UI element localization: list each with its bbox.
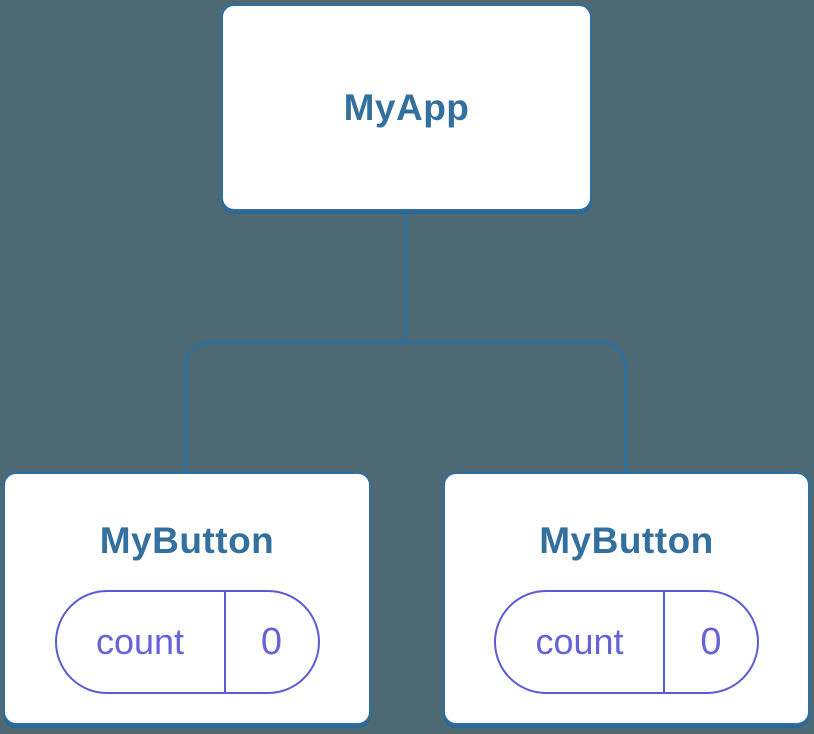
child-node-mybutton-left: MyButton count 0 [3,472,371,725]
state-pill: count 0 [494,590,759,694]
child-node-mybutton-right: MyButton count 0 [443,472,810,725]
state-key: count [95,621,185,662]
connector-branch-line [184,341,627,472]
node-title: MyButton [539,520,714,561]
state-value: 0 [663,592,757,692]
root-node-myapp: MyApp [221,4,592,211]
node-title: MyButton [99,520,275,561]
state-key: count [535,621,624,662]
connector-stem-line [404,212,407,342]
node-title: MyApp [343,87,470,128]
state-value: 0 [223,592,318,692]
state-pill: count 0 [54,590,320,694]
